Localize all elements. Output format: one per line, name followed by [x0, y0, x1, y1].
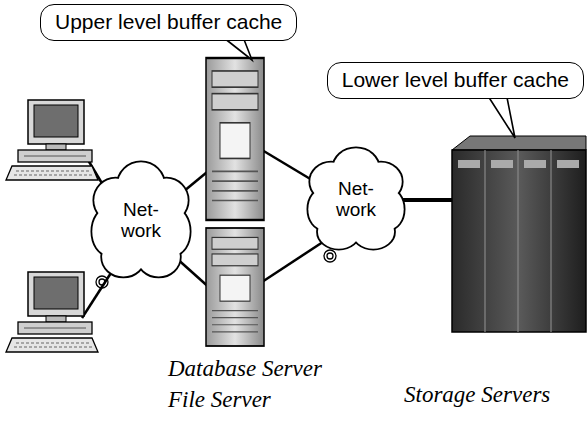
- client-computer: [6, 272, 98, 352]
- server-label: Storage Servers: [404, 382, 550, 408]
- storage-servers: [452, 136, 586, 332]
- network-links: [82, 150, 454, 318]
- cloud-label: Net- work: [117, 199, 165, 242]
- client-computer: [6, 100, 98, 180]
- callout-text: Lower level buffer cache: [342, 68, 569, 92]
- callout-pointer: [489, 98, 515, 139]
- callout-text: Upper level buffer cache: [55, 10, 282, 34]
- network-cloud: Net- work: [306, 146, 406, 252]
- callout-box: Upper level buffer cache: [40, 4, 297, 41]
- database-server: [206, 58, 264, 220]
- cloud-label: Net- work: [332, 178, 380, 221]
- server-label: File Server: [168, 387, 271, 413]
- server-label: Database Server: [168, 356, 322, 382]
- callout-box: Lower level buffer cache: [327, 62, 584, 99]
- file-server: [206, 228, 264, 346]
- callout-pointer: [226, 40, 252, 61]
- network-cloud: Net- work: [90, 160, 192, 280]
